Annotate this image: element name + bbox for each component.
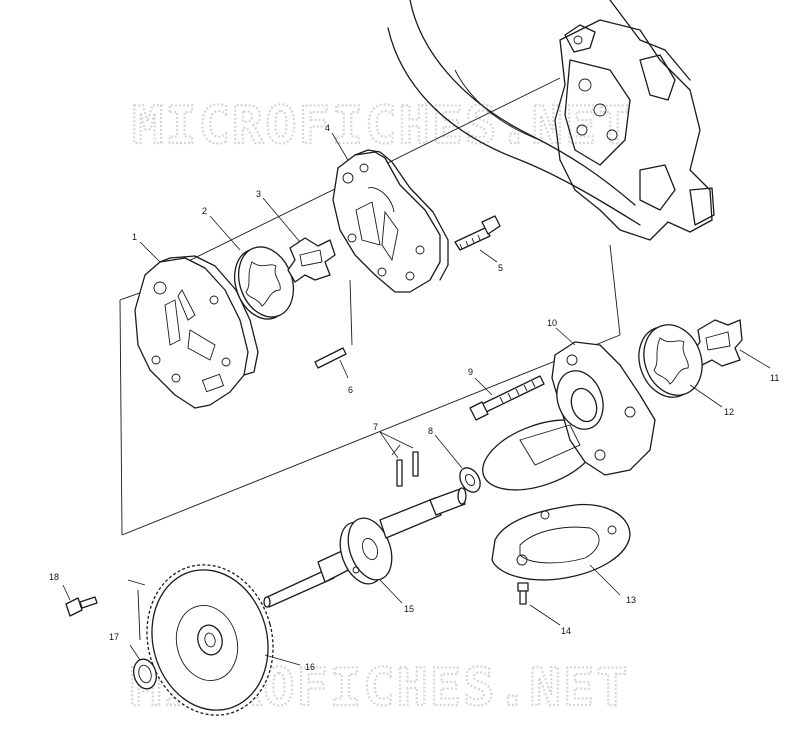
callout-4: 4 (325, 123, 330, 133)
callout-9: 9 (468, 367, 473, 377)
part-5-bolt (454, 215, 501, 251)
callout-14: 14 (561, 626, 571, 636)
part-3-inner-rotor (287, 237, 336, 283)
part-4-pump-body (332, 149, 449, 293)
crankcase (387, 0, 715, 241)
part-16-gear (146, 564, 274, 716)
callout-2: 2 (202, 206, 207, 216)
callout-5: 5 (498, 263, 503, 273)
watermark-top: MICROFICHES.NET (132, 96, 632, 156)
callout-7: 7 (373, 422, 378, 432)
callout-13: 13 (626, 595, 636, 605)
part-10-pump-cover (482, 341, 656, 491)
callout-18: 18 (49, 572, 59, 582)
callout-16: 16 (305, 662, 315, 672)
part-12-outer-rotor (638, 324, 703, 398)
part-6-pin (314, 347, 347, 369)
callout-11: 11 (770, 373, 779, 383)
part-7-pins (396, 451, 419, 487)
part-15-shaft (263, 487, 467, 608)
part-17-washer (133, 658, 157, 690)
part-13-gasket (491, 503, 631, 581)
callout-15: 15 (404, 604, 414, 614)
part-14-screw (517, 582, 529, 605)
part-18-bolt (65, 596, 98, 617)
callout-17: 17 (109, 632, 119, 642)
part-2-outer-rotor (233, 246, 295, 320)
callout-3: 3 (256, 189, 261, 199)
part-8-washer (459, 467, 481, 493)
callout-6: 6 (348, 385, 353, 395)
callout-10: 10 (547, 318, 557, 328)
callout-numbers: 1 2 3 4 5 6 7 8 9 10 11 12 13 14 15 16 1… (49, 123, 779, 672)
part-1-pump-plate (134, 255, 259, 409)
callout-1: 1 (132, 232, 137, 242)
callout-12: 12 (724, 407, 734, 417)
callout-8: 8 (428, 426, 433, 436)
part-9-long-bolt (469, 375, 545, 421)
leader-lines (62, 132, 771, 666)
